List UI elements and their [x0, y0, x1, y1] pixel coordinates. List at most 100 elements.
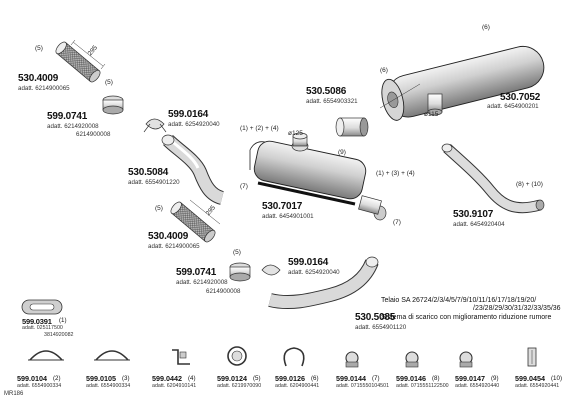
qty-tailpipe: (8) + (10) [516, 181, 543, 188]
gasket-599-0391 [21, 299, 63, 315]
pn-tailpipe: 530.9107 [453, 209, 494, 220]
pn-clamp-mid: 599.0741 [176, 267, 217, 278]
pn-pipe-mid: 530.5084 [128, 167, 169, 178]
pn-muffler-top: 530.7052 [500, 92, 541, 103]
pn-pipe-low: 530.5085 [355, 312, 396, 323]
ref-elbow-top: adatt. 6254920040 [168, 121, 220, 128]
bracket-icon-10 [527, 347, 537, 367]
pn-flex-mid: 530.4009 [148, 231, 189, 242]
qty-muffler-main-4: (7) [393, 219, 401, 226]
clamp-icon-2 [28, 350, 64, 361]
pn-hw-9: 599.0147 [455, 374, 485, 383]
qty-muffler-main-1: (1) + (2) + (4) [240, 125, 279, 132]
ref-hw-8: adatt. 0715551122500 [396, 383, 449, 389]
ref-muffler-main: adatt. 6454901001 [262, 213, 314, 220]
ref-tailpipe: adatt. 6454920404 [453, 221, 505, 228]
qty-hw-9: (9) [491, 375, 499, 382]
qty-flex-mid: (5) [155, 205, 163, 212]
qty-hw-2: (2) [53, 375, 61, 382]
clamp-icon-9 [459, 351, 473, 368]
qty-flex-top: (5) [35, 45, 43, 52]
pn-hw-10: 599.0454 [515, 374, 545, 383]
tailpipe-530-9107 [441, 143, 545, 214]
qty-clamp-mid: (5) [233, 249, 241, 256]
ref-clamp-mid-2: 6214900008 [206, 288, 241, 295]
qty-hw-7: (7) [372, 375, 380, 382]
pn-elbow-low: 599.0164 [288, 257, 329, 268]
diagram-code: MR186 [4, 391, 24, 397]
pn-flex-top: 530.4009 [18, 73, 59, 84]
ref-clamp-mid-1: adatt. 6214920008 [176, 279, 228, 286]
pipe-530-5085 [268, 256, 379, 310]
ref-muffler-top: adatt. 6454900201 [487, 103, 539, 110]
pn-hw-3: 599.0105 [86, 374, 116, 383]
qty-gasket: (1) [59, 317, 67, 324]
ref-hw-10: adatt. 6554920441 [515, 383, 560, 389]
pn-hw-8: 599.0146 [396, 374, 426, 383]
ref-pipe-low: adatt. 6554901120 [355, 324, 407, 331]
dia-muffler-top: ø115 [424, 111, 439, 118]
hardware-row [28, 346, 537, 368]
clamp-band-low [261, 264, 281, 276]
ref-hw-2: adatt. 6554900334 [17, 383, 62, 389]
ref-hw-5: adatt. 6219970090 [217, 383, 262, 389]
ref-hw-7: adatt. 0715550104501 [336, 383, 390, 389]
qty-pipe-mid: (7) [240, 183, 248, 190]
pn-sleeve: 530.5086 [306, 86, 347, 97]
dia-muffler-main: ø125 [288, 130, 303, 137]
qty-clamp-top: (5) [105, 79, 113, 86]
ref-hw-4: adatt. 6204910141 [152, 383, 197, 389]
note-line-2: /23/28/29/30/31/32/33/35/36 [473, 305, 561, 312]
ref-flex-mid: adatt. 6214900065 [148, 243, 200, 250]
pn-hw-6: 599.0126 [275, 374, 305, 383]
sleeve-530-5086 [335, 117, 369, 137]
ref-hw-9: adatt. 6554920440 [455, 383, 500, 389]
clamp-band-top [143, 118, 167, 133]
qty-hw-10: (10) [551, 375, 563, 382]
pn-hw-7: 599.0144 [336, 374, 366, 383]
qty-muffler-main-2: (1) + (3) + (4) [376, 170, 415, 177]
qty-muffler-top-2: (6) [380, 67, 388, 74]
note-line-1: Telaio SA 26724/2/3/4/5/7/9/10/11/16/17/… [381, 297, 537, 304]
qty-hw-5: (5) [253, 375, 261, 382]
muffler-530-7052 [379, 45, 545, 121]
clamp-mid [229, 262, 251, 282]
qty-muffler-top-1: (6) [482, 24, 490, 31]
note-line-3: Sistema di scarico con miglioramento rid… [381, 314, 552, 321]
clamp-icon-3 [94, 350, 130, 361]
ref-pipe-mid: adatt. 6554901220 [128, 179, 180, 186]
ref-gasket-2: 3814920082 [44, 332, 74, 338]
ref-flex-top: adatt. 6214900065 [18, 85, 70, 92]
bracket-icon-4 [172, 349, 190, 365]
clamp-top [102, 95, 124, 115]
qty-hw-3: (3) [122, 375, 130, 382]
ref-sleeve: adatt. 6554903321 [306, 98, 358, 105]
flex-pipe-top [55, 39, 106, 83]
pn-elbow-top: 599.0164 [168, 109, 209, 120]
clamp-icon-7 [345, 351, 359, 368]
pn-muffler-main: 530.7017 [262, 201, 303, 212]
qty-hw-8: (8) [432, 375, 440, 382]
pn-clamp-top: 599.0741 [47, 111, 88, 122]
ref-gasket-1: adatt. 025117500 [22, 325, 63, 331]
pn-hw-4: 599.0442 [152, 374, 182, 383]
flex-pipe-mid [170, 199, 221, 243]
clamp-icon-5 [227, 346, 247, 366]
clamp-icon-6 [283, 347, 305, 367]
ref-hw-6: adatt. 6204900441 [275, 383, 320, 389]
pn-hw-5: 599.0124 [217, 374, 247, 383]
qty-sleeve: (9) [338, 149, 346, 156]
ref-clamp-top-2: 6214900008 [76, 131, 111, 138]
pipe-530-5084 [161, 134, 225, 205]
ref-elbow-low: adatt. 6254920040 [288, 269, 340, 276]
pn-hw-2: 599.0104 [17, 374, 47, 383]
pn-gasket: 599.0391 [22, 317, 52, 326]
qty-hw-4: (4) [188, 375, 196, 382]
muffler-530-7017 [249, 132, 387, 221]
ref-hw-3: adatt. 6554900334 [86, 383, 131, 389]
ref-clamp-top-1: adatt. 6214920008 [47, 123, 99, 130]
clamp-icon-8 [405, 351, 419, 368]
qty-hw-6: (6) [311, 375, 319, 382]
